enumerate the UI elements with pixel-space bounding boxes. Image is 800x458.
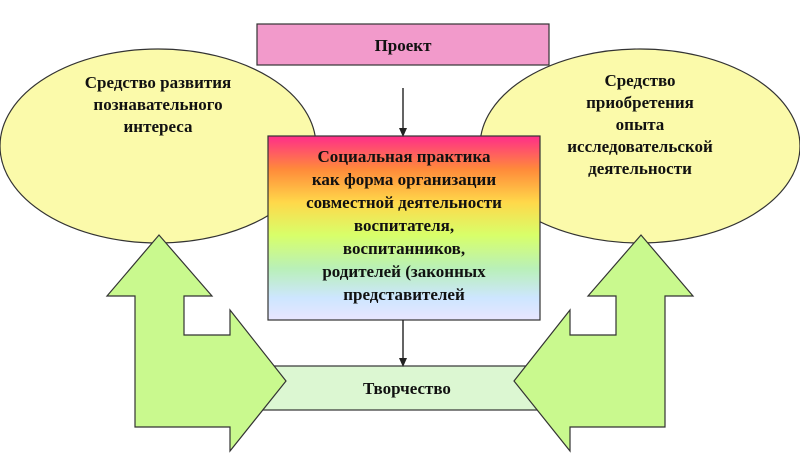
creativity-box <box>261 365 553 411</box>
right-ellipse-line-4: исследовательской <box>567 137 713 156</box>
center-line-5: воспитанников, <box>343 239 465 258</box>
center-line-1: Социальная практика <box>317 147 491 166</box>
project-box <box>256 23 550 66</box>
right-ellipse-line-3: опыта <box>616 115 665 134</box>
left-ellipse-line-2: познавательного <box>93 95 222 114</box>
center-line-4: воспитателя, <box>354 216 454 235</box>
creativity-label: Творчество <box>363 379 451 398</box>
right-ellipse-line-1: Средство <box>604 71 675 90</box>
center-line-7: представителей <box>343 285 465 304</box>
center-box <box>267 135 541 321</box>
center-line-3: совместной деятельности <box>306 193 502 212</box>
center-line-2: как форма организации <box>312 170 496 189</box>
right-ellipse-line-2: приобретения <box>586 93 694 112</box>
right-green-arrow <box>513 234 695 453</box>
left-ellipse-line-1: Средство развития <box>85 73 231 92</box>
center-line-6: родителей (законных <box>322 262 486 281</box>
project-label: Проект <box>375 36 433 55</box>
right-ellipse-line-5: деятельности <box>588 159 692 178</box>
left-ellipse-line-3: интереса <box>124 117 193 136</box>
left-green-arrow <box>105 234 287 453</box>
